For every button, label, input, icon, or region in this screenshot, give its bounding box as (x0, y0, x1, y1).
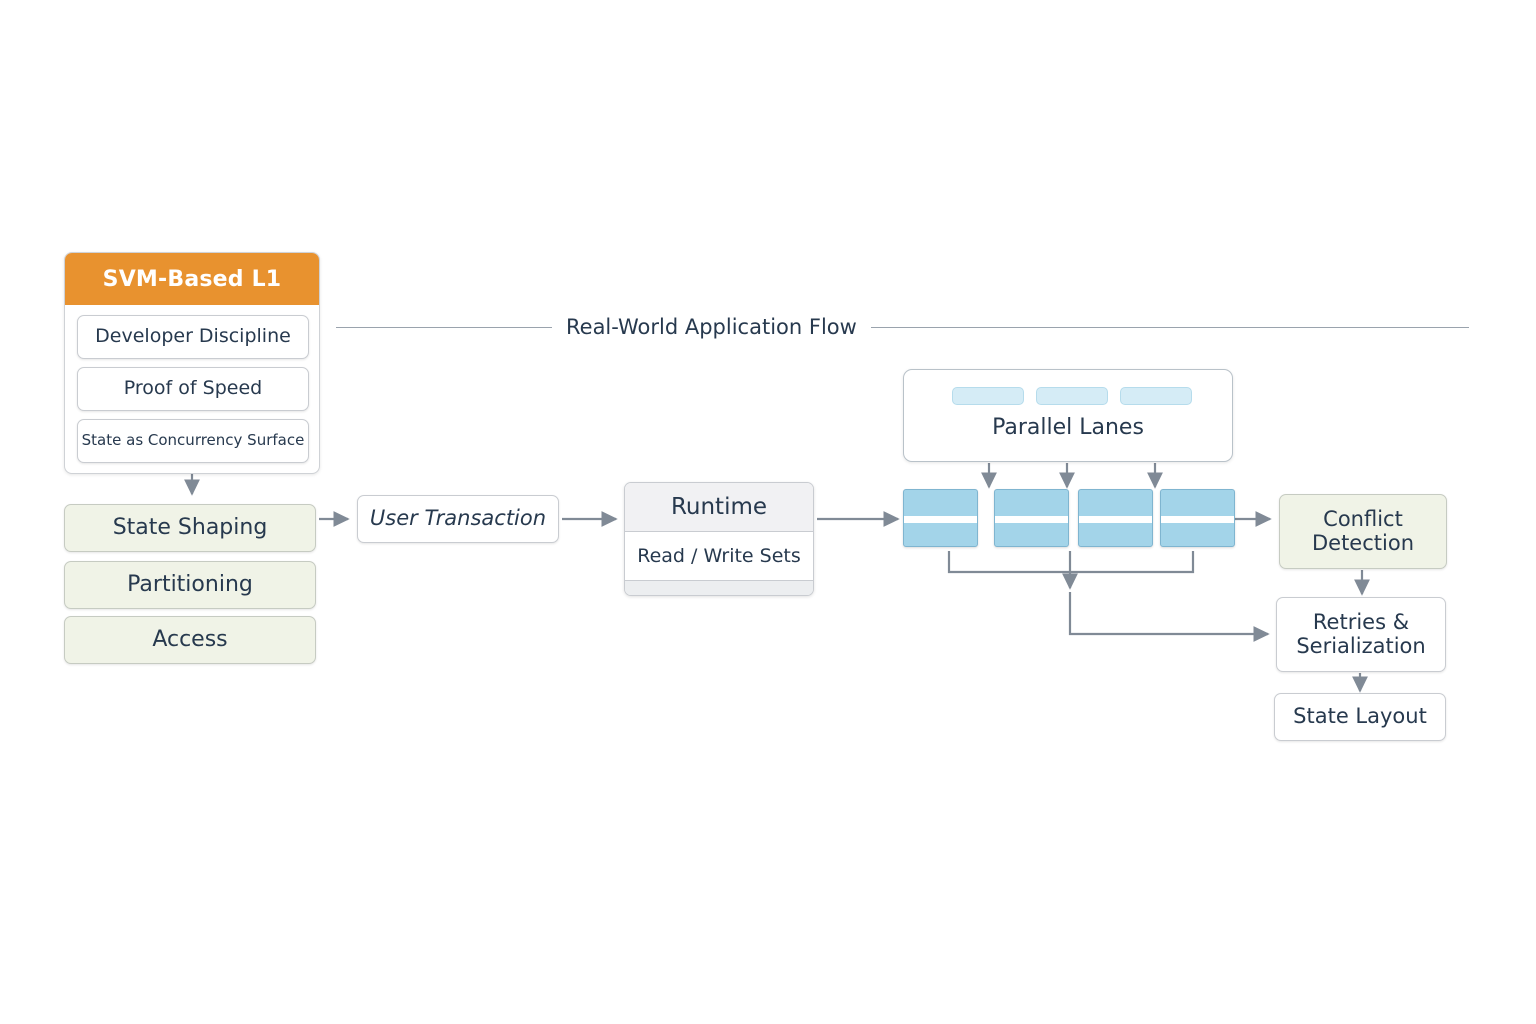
conflict-detection-line-2: Detection (1311, 530, 1415, 555)
lane-pill (952, 387, 1024, 405)
lane-pill (1120, 387, 1192, 405)
svm-item-proof-of-speed[interactable]: Proof of Speed (77, 367, 309, 411)
runtime-card: Runtime Read / Write Sets (624, 482, 814, 596)
svm-item-developer-discipline[interactable]: Developer Discipline (77, 315, 309, 359)
runtime-card-footer-strip (625, 581, 813, 595)
merge-bracket (947, 551, 1195, 574)
svm-item-label: Proof of Speed (123, 377, 263, 400)
parallel-lanes-pill-row (952, 387, 1192, 405)
parallel-lanes-label: Parallel Lanes (904, 415, 1232, 440)
connector-merge-to-retries (1068, 592, 1270, 642)
lane-cell-divider (995, 516, 1068, 523)
parallel-lanes-label-text: Parallel Lanes (992, 415, 1144, 440)
runtime-read-write-sets-row[interactable]: Read / Write Sets (625, 532, 813, 581)
conflict-detection-box[interactable]: Conflict Detection (1279, 494, 1447, 569)
lane-cell-divider (1161, 516, 1234, 523)
svm-based-l1-group: SVM-Based L1 Developer Discipline Proof … (64, 252, 320, 474)
lane-cell-4[interactable] (1160, 489, 1235, 547)
title-rule-left (336, 326, 552, 328)
partitioning-box[interactable]: Partitioning (64, 561, 316, 609)
runtime-header-label: Runtime (670, 494, 768, 520)
svm-item-list: Developer Discipline Proof of Speed Stat… (77, 315, 309, 463)
retries-serialization-box[interactable]: Retries & Serialization (1276, 597, 1446, 672)
state-layout-box[interactable]: State Layout (1274, 693, 1446, 741)
lane-cell-divider (1079, 516, 1152, 523)
flow-section-title: Real-World Application Flow (336, 313, 1486, 341)
state-shaping-box[interactable]: State Shaping (64, 504, 316, 552)
runtime-body-label: Read / Write Sets (637, 545, 801, 567)
flow-section-title-label: Real-World Application Flow (566, 315, 857, 339)
access-label: Access (152, 627, 228, 653)
lane-cell-2[interactable] (994, 489, 1069, 547)
user-transaction-box[interactable]: User Transaction (357, 495, 559, 543)
svm-group-header-label: SVM-Based L1 (102, 266, 282, 292)
retries-serialization-line-1: Retries & (1312, 609, 1410, 634)
svm-item-label: Developer Discipline (95, 325, 291, 348)
lane-cell-divider (904, 516, 977, 523)
user-transaction-label: User Transaction (369, 506, 547, 531)
conflict-detection-line-1: Conflict (1323, 506, 1403, 531)
state-shaping-label: State Shaping (112, 515, 268, 541)
runtime-card-header: Runtime (625, 483, 813, 532)
partitioning-label: Partitioning (127, 572, 253, 598)
svm-item-state-as-concurrency-surface[interactable]: State as Concurrency Surface (77, 419, 309, 463)
retries-serialization-line-2: Serialization (1296, 633, 1426, 658)
state-layout-label: State Layout (1293, 704, 1427, 729)
access-box[interactable]: Access (64, 616, 316, 664)
parallel-lanes-panel: Parallel Lanes (903, 369, 1233, 462)
lane-cell-3[interactable] (1078, 489, 1153, 547)
lane-cell-1[interactable] (903, 489, 978, 547)
svm-group-header: SVM-Based L1 (65, 253, 319, 305)
svm-item-label: State as Concurrency Surface (81, 431, 305, 450)
title-rule-right (870, 326, 1469, 328)
lane-pill (1036, 387, 1108, 405)
